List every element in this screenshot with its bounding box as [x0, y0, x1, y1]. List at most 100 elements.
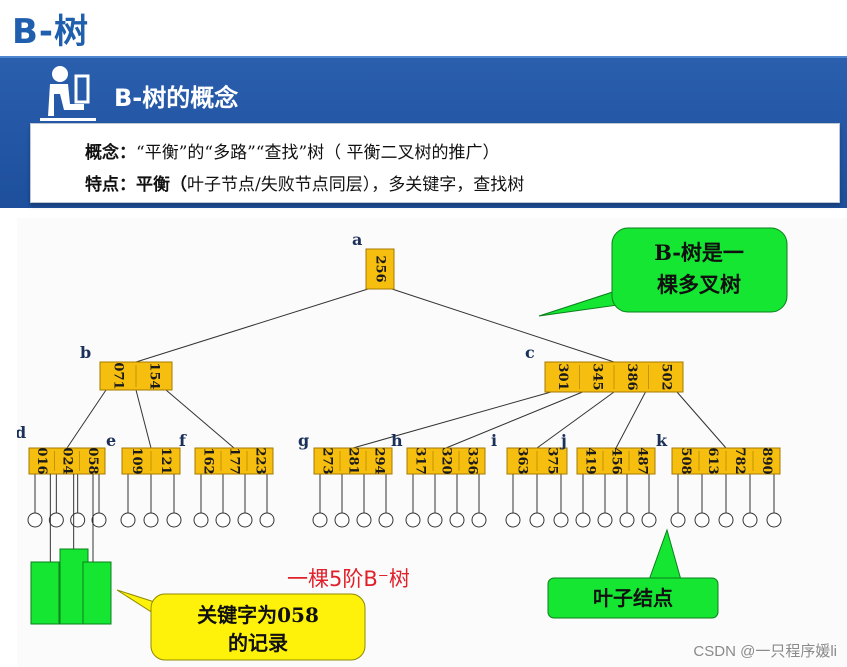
- node-key: 071: [111, 362, 126, 389]
- failure-leaf: [529, 512, 545, 528]
- node-label: b: [80, 343, 91, 362]
- feature-text: 叶子节点/失败节点同层），多关键字，查找树: [187, 175, 525, 195]
- failure-leaf: [718, 512, 734, 528]
- failure-leaf: [237, 512, 253, 528]
- failure-leaf: [405, 512, 421, 528]
- record-block: [30, 561, 60, 625]
- failure-leaf: [505, 512, 521, 528]
- failure-leaf: [694, 512, 710, 528]
- node-key: 223: [253, 447, 268, 474]
- failure-leaf: [449, 512, 465, 528]
- failure-leaf: [553, 512, 569, 528]
- failure-leaf: [143, 512, 159, 528]
- tree-edge: [615, 391, 646, 449]
- node-key: 782: [732, 447, 747, 474]
- node-key: 508: [678, 447, 693, 474]
- feature-label: 特点：: [85, 175, 136, 195]
- failure-leaf: [356, 512, 372, 528]
- presenter-icon: [40, 66, 96, 121]
- node-label: h: [391, 431, 403, 450]
- record-blocks: [30, 474, 112, 625]
- node-key: 121: [158, 447, 173, 474]
- tree-edge: [352, 391, 552, 449]
- node-box: [365, 248, 395, 290]
- tree-edges: [66, 288, 727, 449]
- node-label: k: [656, 431, 668, 450]
- failure-leaf: [70, 512, 86, 528]
- node-key: 487: [635, 447, 650, 474]
- node-key: 320: [439, 447, 454, 474]
- node-key: 256: [373, 255, 388, 282]
- node-box: [576, 447, 656, 475]
- concept-box: 概念：“平衡”的“多路”“查找”树（ 平衡二叉树的推广） 特点：平衡（叶子节点/…: [30, 123, 840, 203]
- failure-leaves: [27, 512, 782, 528]
- failure-leaf: [312, 512, 328, 528]
- node-label: g: [298, 431, 309, 450]
- feature-balance: 平衡（: [136, 175, 187, 195]
- tree-edge: [391, 288, 615, 363]
- failure-leaf: [742, 512, 758, 528]
- node-c: c 301 345 386 502: [525, 343, 684, 393]
- node-label: j: [559, 431, 567, 450]
- node-key: 154: [147, 362, 162, 389]
- node-key: 301: [555, 363, 570, 390]
- failure-leaf: [334, 512, 350, 528]
- node-label: d: [17, 423, 26, 442]
- node-key: 613: [705, 447, 720, 474]
- failure-leaf: [597, 512, 613, 528]
- failure-leaf: [427, 512, 443, 528]
- node-box: [194, 447, 274, 475]
- node-key: 177: [227, 447, 242, 474]
- node-key: 386: [624, 363, 639, 390]
- tree-edge: [445, 391, 583, 449]
- node-key: 317: [413, 447, 428, 474]
- node-key: 024: [60, 447, 75, 474]
- feature-line: 特点：平衡（叶子节点/失败节点同层），多关键字，查找树: [85, 170, 524, 195]
- page-title: B-树: [12, 12, 90, 52]
- node-label: i: [491, 431, 497, 450]
- failure-leaf: [259, 512, 275, 528]
- failure-leaf: [27, 512, 43, 528]
- failure-leaf: [48, 512, 64, 528]
- tree-edge: [66, 389, 107, 449]
- failure-leaf: [766, 512, 782, 528]
- tree-edge: [135, 389, 152, 449]
- diagram-caption: 一棵5阶B⁻树: [287, 567, 410, 591]
- failure-leaf: [215, 512, 231, 528]
- node-key: 502: [658, 363, 673, 390]
- leaf-callout: [547, 577, 719, 619]
- failure-leaf: [378, 512, 394, 528]
- node-i: i 363 375: [491, 431, 568, 475]
- callout-top: [611, 227, 788, 313]
- node-label: c: [525, 343, 535, 362]
- failure-leaf: [166, 512, 182, 528]
- record-callout: [150, 593, 366, 661]
- callout-top-line2: 棵多叉树: [657, 272, 741, 297]
- node-f: f 162 177 223: [179, 431, 274, 475]
- tree-edge: [135, 288, 369, 363]
- failure-leaf: [641, 512, 657, 528]
- tree-edge: [165, 389, 235, 449]
- failure-leaf: [619, 512, 635, 528]
- failure-leaf: [575, 512, 591, 528]
- failure-leaf: [471, 512, 487, 528]
- concept-text: “平衡”的“多路”“查找”树（ 平衡二叉树的推广）: [136, 143, 500, 163]
- node-box: [406, 447, 486, 475]
- node-key: 375: [545, 447, 560, 474]
- node-key: 162: [201, 447, 216, 474]
- watermark: CSDN @一只程序媛li: [693, 643, 837, 660]
- concept-line: 概念：“平衡”的“多路”“查找”树（ 平衡二叉树的推广）: [85, 138, 500, 163]
- node-label: f: [179, 431, 187, 450]
- failure-leaf: [120, 512, 136, 528]
- failure-leaf: [670, 512, 686, 528]
- node-key: 363: [515, 447, 530, 474]
- node-box: [313, 447, 393, 475]
- failure-leaf: [91, 512, 107, 528]
- node-key: 345: [589, 363, 604, 390]
